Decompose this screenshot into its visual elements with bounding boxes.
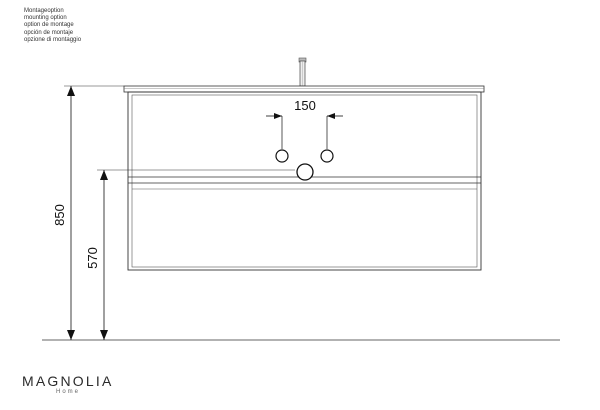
label-en: mounting option [24, 15, 67, 22]
mounting-option-labels: Montageoption mounting option option de … [24, 8, 81, 44]
label-fr: option de montage [24, 22, 74, 29]
water-hole-left [275, 149, 289, 163]
brand-name: MAGNOLIA [22, 373, 114, 389]
dimension-hole-spacing [266, 113, 343, 149]
dimension-570-label: 570 [85, 247, 100, 269]
label-es: opción de montaje [24, 29, 74, 36]
faucet-icon [298, 57, 307, 87]
label-it: opzione di montaggio [24, 36, 82, 43]
brand-sub: Home [56, 389, 81, 395]
label-de: Montageoption [24, 8, 64, 14]
dimension-total-height [64, 85, 124, 340]
drain-hole [296, 163, 314, 181]
water-hole-right [320, 149, 334, 163]
brand-logo: MAGNOLIA Home [22, 373, 114, 395]
dimension-850-label: 850 [52, 204, 67, 226]
dimension-150-label: 150 [294, 98, 316, 113]
dimension-floor-to-mark [97, 169, 295, 340]
vanity-cabinet [127, 91, 482, 271]
countertop [123, 85, 485, 93]
